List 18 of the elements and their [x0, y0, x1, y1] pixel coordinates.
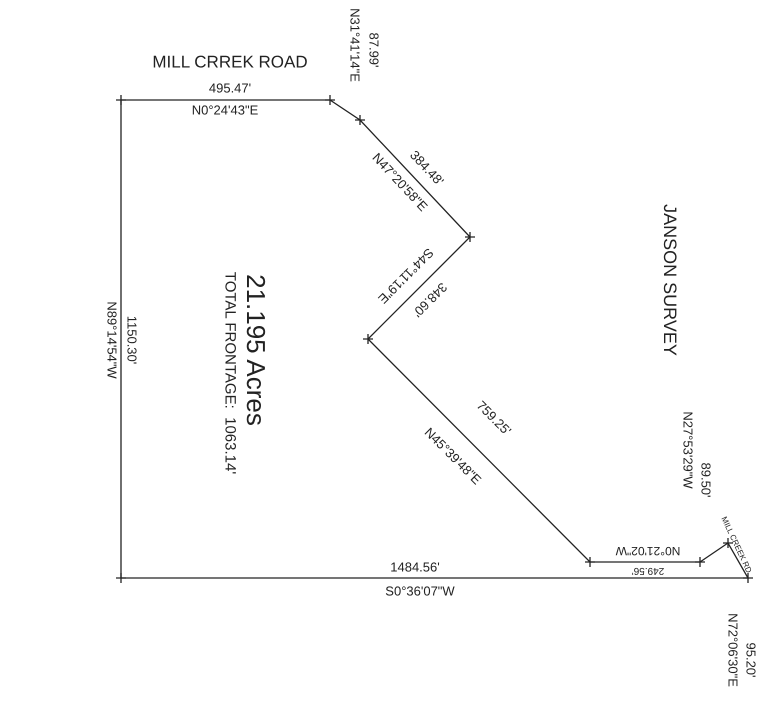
distance-label: 89.50' — [700, 462, 712, 498]
distance-label: 1150.30' — [126, 316, 138, 364]
survey-name: JANSON SURVEY — [661, 204, 679, 356]
distance-label: 1484.56' — [390, 560, 440, 574]
bearing-label: N31°41'14"E — [348, 8, 362, 82]
bearing-label: S0°36'07"W — [385, 584, 455, 598]
road-name: MILL CRREK ROAD — [152, 54, 308, 70]
bearing-label: N27°53'29"W — [682, 411, 694, 489]
distance-label: 95.20' — [744, 642, 758, 678]
bearing-label: N0°24'43"E — [192, 104, 258, 116]
frontage-label: TOTAL FRONTAGE: 1063.14' — [222, 272, 238, 474]
bearing-label: N0°21'02"W — [616, 545, 680, 557]
distance-label: 495.47' — [208, 82, 252, 94]
bearing-label: N89°14'54"W — [106, 301, 118, 379]
distance-label: 249.56' — [632, 565, 664, 575]
distance-label: 87.99' — [368, 32, 380, 68]
bearing-label: N72°06'30"E — [726, 613, 740, 687]
area-label: 21.195 Acres — [243, 274, 269, 426]
